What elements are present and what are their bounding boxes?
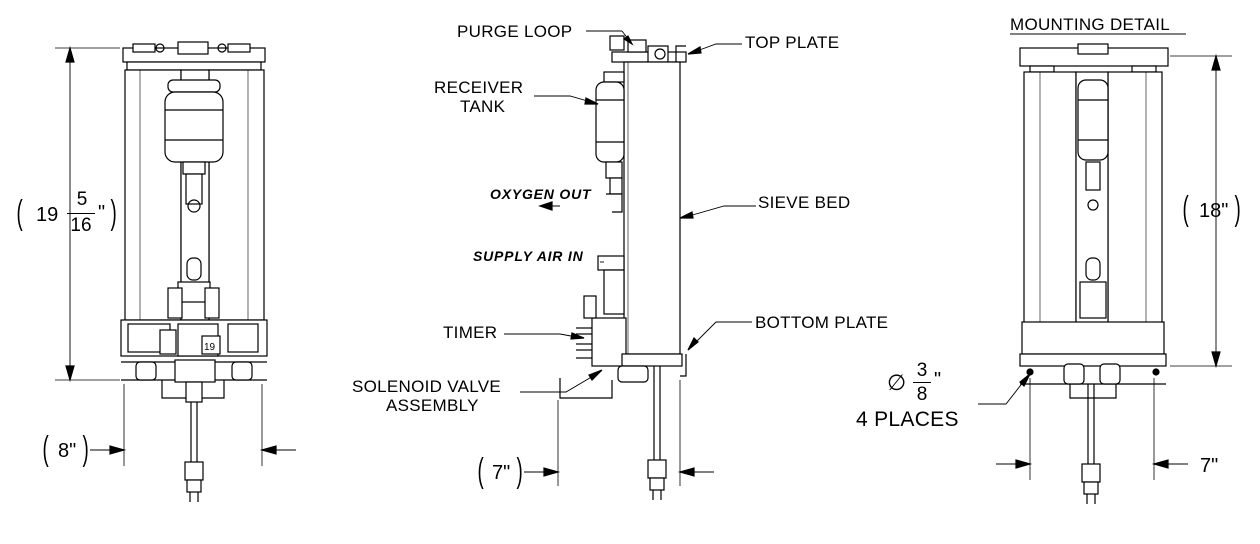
hole-unit: " bbox=[934, 369, 942, 391]
hole-fraction-denominator: 8 bbox=[916, 384, 928, 405]
height-fraction-denominator: 16 bbox=[70, 215, 92, 236]
height-fraction-numerator: 5 bbox=[76, 189, 88, 210]
solenoid-valve-label-line2: ASSEMBLY bbox=[386, 396, 479, 415]
oxygen-out-label: OXYGEN OUT bbox=[490, 186, 592, 202]
hole-fraction-bar bbox=[913, 382, 931, 383]
width-front-value: 8" bbox=[58, 440, 77, 462]
height-unit: " bbox=[98, 202, 106, 224]
depth-side-value: 7" bbox=[492, 462, 511, 484]
four-places-label: 4 PLACES bbox=[856, 408, 959, 431]
mounting-detail-title: MOUNTING DETAIL bbox=[1010, 15, 1171, 34]
diameter-symbol: ∅ bbox=[887, 370, 907, 395]
hole-fraction-numerator: 3 bbox=[916, 360, 928, 381]
width-mount-value: 7" bbox=[1200, 455, 1219, 477]
top-plate-label: TOP PLATE bbox=[745, 33, 840, 52]
height-mount-value: 18" bbox=[1199, 200, 1229, 222]
solenoid-valve-label-line1: SOLENOID VALVE bbox=[352, 377, 502, 396]
front-view: 19 bbox=[55, 41, 296, 502]
fraction-bar bbox=[67, 213, 95, 214]
mounting-detail-view bbox=[978, 33, 1232, 504]
receiver-tank-label-line2: TANK bbox=[460, 97, 506, 116]
height-whole: 19 bbox=[36, 204, 59, 226]
receiver-tank-label-line1: RECEIVER bbox=[434, 78, 524, 97]
bottom-plate-label: BOTTOM PLATE bbox=[755, 313, 889, 332]
purge-loop-label: PURGE LOOP bbox=[457, 22, 573, 41]
sieve-bed-label: SIEVE BED bbox=[758, 193, 851, 212]
side-view bbox=[504, 30, 756, 500]
timer-label: TIMER bbox=[443, 323, 498, 342]
svg-text:19: 19 bbox=[204, 342, 216, 353]
supply-air-in-label: SUPPLY AIR IN bbox=[473, 248, 584, 264]
